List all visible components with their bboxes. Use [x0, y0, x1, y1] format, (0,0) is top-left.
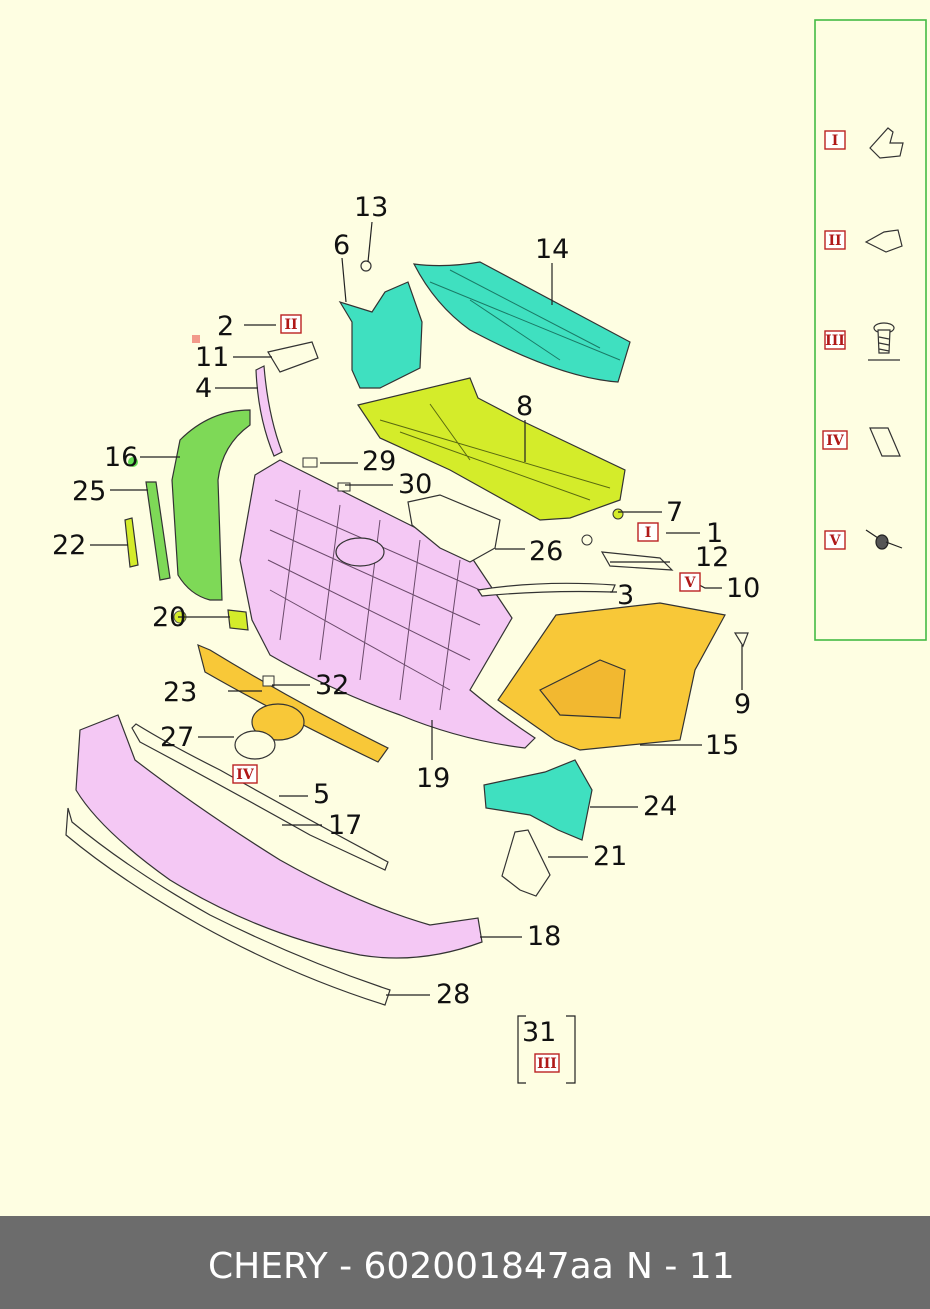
callout-4: 4 [195, 373, 212, 404]
clip-i-icon [869, 127, 904, 159]
legend-row-ii: II [824, 229, 903, 253]
svg-text:III: III [537, 1056, 557, 1072]
part-22-bracket [124, 517, 139, 568]
callout-22: 22 [52, 530, 86, 561]
part-13-nut [360, 260, 372, 272]
part-26-bracket [407, 494, 501, 563]
svg-text:II: II [284, 317, 297, 333]
callout-7: 7 [666, 497, 683, 528]
svg-text:II: II [828, 233, 841, 249]
footer-sheet-number: N - 11 [626, 1246, 735, 1287]
callout-11: 11 [195, 342, 229, 373]
callout-24: 24 [643, 791, 677, 822]
callout-32: 32 [315, 670, 349, 701]
part-17-trim-strip [131, 723, 389, 871]
marker-square [192, 335, 200, 343]
part-15-cutout [539, 659, 626, 719]
part-30-clip [337, 482, 351, 492]
part-6-support [338, 281, 423, 389]
svg-text:I: I [645, 525, 652, 541]
callout-25: 25 [72, 476, 106, 507]
fastener-legend-panel [814, 19, 927, 641]
grille-emblem-mount [335, 537, 385, 567]
clip-ii-icon [864, 229, 903, 253]
callout-20: 20 [152, 602, 186, 633]
part-18-bumper-lower [75, 714, 483, 959]
callout-19: 19 [416, 763, 450, 794]
callout-1: 1 [706, 518, 723, 549]
svg-text:I: I [832, 133, 839, 149]
roman-tag-iii-part-31: III [534, 1053, 560, 1073]
callout-17: 17 [328, 810, 362, 841]
svg-text:III: III [825, 333, 845, 349]
part-16-dot [128, 457, 138, 467]
callout-30: 30 [398, 469, 432, 500]
callout-10: 10 [726, 573, 760, 604]
svg-text:IV: IV [826, 433, 845, 449]
svg-text:IV: IV [236, 767, 255, 783]
part-20-bracket [227, 609, 249, 631]
callout-9: 9 [734, 689, 751, 720]
callout-5: 5 [313, 779, 330, 810]
callout-31-bracket [517, 1015, 576, 1084]
callout-2: 2 [217, 311, 234, 342]
part-7-clip [612, 508, 624, 520]
legend-row-iv: IV [822, 427, 901, 457]
callout-12: 12 [695, 542, 729, 573]
part-29-clip [302, 457, 318, 468]
callout-27: 27 [160, 722, 194, 753]
part-8-detail [379, 403, 611, 501]
callout-23: 23 [163, 677, 197, 708]
callout-13: 13 [354, 192, 388, 223]
part-3-strip [476, 582, 616, 597]
callout-28: 28 [436, 979, 470, 1010]
leader-lines [90, 221, 743, 996]
svg-text:V: V [684, 575, 697, 591]
part-32-emblem-base [251, 703, 305, 741]
part-4-strip [255, 365, 283, 457]
callout-31: 31 [522, 1017, 556, 1048]
part-1-clip [581, 534, 593, 546]
callout-18: 18 [527, 921, 561, 952]
part-16-side-bracket [171, 409, 251, 601]
part-28-lower-lip [65, 807, 391, 1006]
roman-tag-iv-part-27: IV [232, 764, 258, 784]
bolt-v-icon [865, 529, 903, 550]
legend-row-iii: III [824, 322, 900, 361]
part-14-top-panel [412, 261, 631, 383]
part-23-chrome-strip [197, 643, 389, 763]
callout-16: 16 [104, 442, 138, 473]
legend-row-i: I [824, 127, 904, 159]
part-11-bracket [267, 341, 319, 373]
svg-text:V: V [829, 533, 842, 549]
part-27-emblem [234, 730, 276, 760]
legend-row-v: V [824, 529, 903, 550]
footer-brand-part-number: CHERY - 602001847aa [208, 1246, 614, 1287]
roman-tag-v-part-10: V [679, 572, 701, 592]
callout-6: 6 [333, 230, 350, 261]
clip-iv-icon [869, 427, 901, 457]
callout-8: 8 [516, 391, 533, 422]
callout-15: 15 [705, 730, 739, 761]
part-8-under-panel [357, 377, 626, 521]
callout-3: 3 [617, 580, 634, 611]
part-24-fog-bezel [483, 759, 593, 841]
footer-bar: CHERY - 602001847aa N - 11 [0, 1216, 930, 1309]
roman-tag-i-part-1: I [637, 522, 659, 542]
part-14-detail [429, 269, 621, 361]
part-12-bracket [600, 551, 674, 571]
callout-29: 29 [362, 446, 396, 477]
part-19-grille [239, 459, 536, 749]
part-9-screw [733, 632, 749, 648]
callout-14: 14 [535, 234, 569, 265]
part-32-clip [262, 675, 275, 687]
roman-tag-ii-part-2: II [280, 314, 302, 334]
callout-26: 26 [529, 536, 563, 567]
parts-diagram: 13 6 14 2 11 4 8 16 29 25 30 7 1 22 26 1… [52, 19, 927, 1084]
callout-21: 21 [593, 841, 627, 872]
part-21-bracket [501, 829, 551, 897]
screw-iii-icon [868, 322, 900, 361]
part-25-strip [145, 481, 171, 581]
